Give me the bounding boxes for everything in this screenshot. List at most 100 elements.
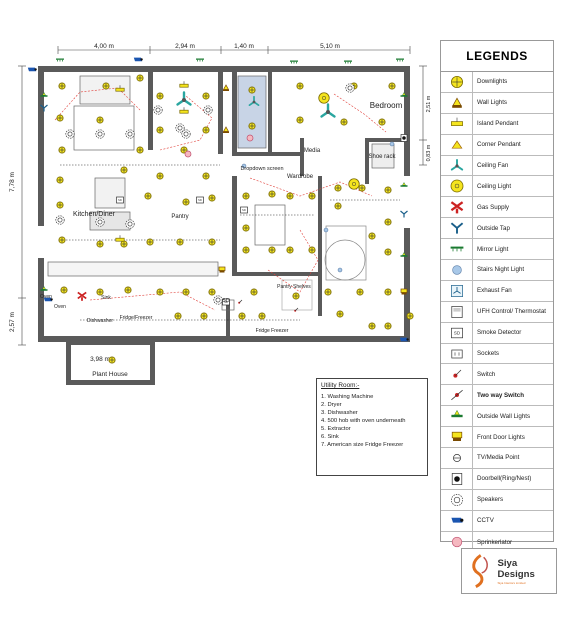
downlight-icon [336, 310, 344, 318]
exhaust-fan-icon [441, 280, 473, 301]
legend-item: Island Pendant [441, 113, 553, 135]
legend-item: Downlights [441, 72, 553, 93]
stairs-night-light-icon [241, 163, 247, 169]
room-label: Pantry [171, 214, 188, 220]
stairs-night-light-icon [337, 267, 343, 273]
legend-item: Stairs Night Light [441, 260, 553, 281]
downlight-icon [292, 292, 300, 300]
outside-wall-light-icon [400, 181, 408, 187]
downlight-icon [200, 312, 208, 320]
utility-room-item: 5. Extractor [321, 426, 351, 432]
downlight-icon [182, 288, 190, 296]
downlight-icon [156, 92, 164, 100]
legend-item: Speakers [441, 489, 553, 511]
legend-label: UFH Control/ Thermostat [477, 308, 546, 316]
downlight-icon [124, 286, 132, 294]
downlight-icon [238, 312, 246, 320]
doorbell-icon [441, 468, 473, 489]
outside-tap-icon [441, 218, 473, 239]
dim-top-2: 1,40 m [234, 43, 254, 50]
dim-top-1: 2,94 m [175, 43, 195, 50]
svg-text:SD: SD [224, 300, 228, 304]
downlight-icon [384, 322, 392, 330]
cctv-icon [43, 297, 53, 302]
mirror-light-icon [396, 58, 404, 62]
mirror-light-icon [344, 60, 352, 64]
gas-supply-icon [441, 197, 473, 218]
corner-pendant-icon [441, 134, 473, 155]
smoke-detector-icon: SD [116, 196, 124, 204]
legend-item: Two way Switch [441, 385, 553, 407]
front-door-light-icon [218, 266, 226, 273]
sprinkler-icon [441, 531, 473, 553]
downlight-icon [156, 288, 164, 296]
downlight-icon [324, 288, 332, 296]
legend-item: Outside Wall Lights [441, 406, 553, 428]
speaker-icon [441, 489, 473, 510]
room-label: Fridge Freezer [256, 328, 289, 334]
outside-wall-light-icon [400, 91, 408, 97]
front-door-light-icon [400, 288, 408, 295]
brand-logo-icon [472, 554, 488, 588]
legend-label: Stairs Night Light [477, 266, 525, 274]
downlight-icon [208, 194, 216, 202]
utility-room-item: 1. Washing Machine [321, 394, 374, 400]
utility-room-item: 7. American size Fridge Freezer [321, 442, 404, 448]
downlight-icon [96, 288, 104, 296]
legend-label: Sockets [477, 350, 500, 358]
downlight-icon [58, 236, 66, 244]
utility-room-title: Utility Room:- [321, 382, 360, 389]
cctv-icon [27, 67, 37, 72]
outside-wall-light-icon [40, 285, 48, 291]
legend-item: Doorbell(Ring/Nest) [441, 468, 553, 490]
dimension-lines [18, 46, 427, 346]
downlight-icon [242, 246, 250, 254]
legend-label: Island Pendant [477, 120, 519, 128]
ceiling-fan-icon [248, 95, 260, 106]
furniture-and-fittings [47, 75, 395, 311]
downlight-icon [120, 166, 128, 174]
wall-light-icon [222, 126, 230, 133]
legend-label: CCTV [477, 517, 494, 525]
mirror-light-icon [56, 58, 64, 62]
legend-label: TV/Media Point [477, 454, 520, 462]
downlight-icon [202, 172, 210, 180]
speaker-icon [95, 217, 105, 227]
sprinkler-icon [184, 150, 192, 158]
legend-item: Gas Supply [441, 197, 553, 219]
downlight-icon [268, 190, 276, 198]
downlight-icon [378, 118, 386, 126]
two-way-switch-icon [441, 385, 473, 406]
downlight-icon [176, 238, 184, 246]
dim-top-3: 5,10 m [320, 43, 340, 50]
downlight-icon [156, 172, 164, 180]
speaker-icon [65, 129, 75, 139]
doorbell-icon [400, 134, 408, 142]
brand-box: Siya Designs Siya Interiors Limited [461, 548, 557, 594]
legend-item: UFH Control/ Thermostat [441, 301, 553, 323]
utility-room-item: 4. 500 hob with oven underneath [321, 418, 406, 424]
speaker-icon [153, 105, 163, 115]
room-label: Pantry Shelves [277, 284, 311, 290]
speaker-icon [345, 83, 355, 93]
dim-left-0: 7,78 m [9, 172, 16, 192]
downlight-icon [96, 240, 104, 248]
legend-label: Mirror Light [477, 245, 509, 253]
svg-text:SD: SD [453, 330, 460, 335]
speaker-icon [95, 129, 105, 139]
room-label: Sink [101, 295, 111, 301]
switch-icon [294, 307, 299, 312]
downlight-icon [268, 246, 276, 254]
downlight-icon [96, 116, 104, 124]
smoke-detector-icon: SD [441, 322, 473, 343]
legend-label: Ceiling Light [477, 182, 512, 190]
legend-label: Sprinkerlator [477, 538, 513, 546]
outside-wall-light-icon [40, 91, 48, 97]
downlight-icon [384, 218, 392, 226]
outside-wall-light-icon [400, 251, 408, 257]
legend-item: Mirror Light [441, 239, 553, 261]
downlight-icon [368, 322, 376, 330]
downlight-icon [286, 246, 294, 254]
